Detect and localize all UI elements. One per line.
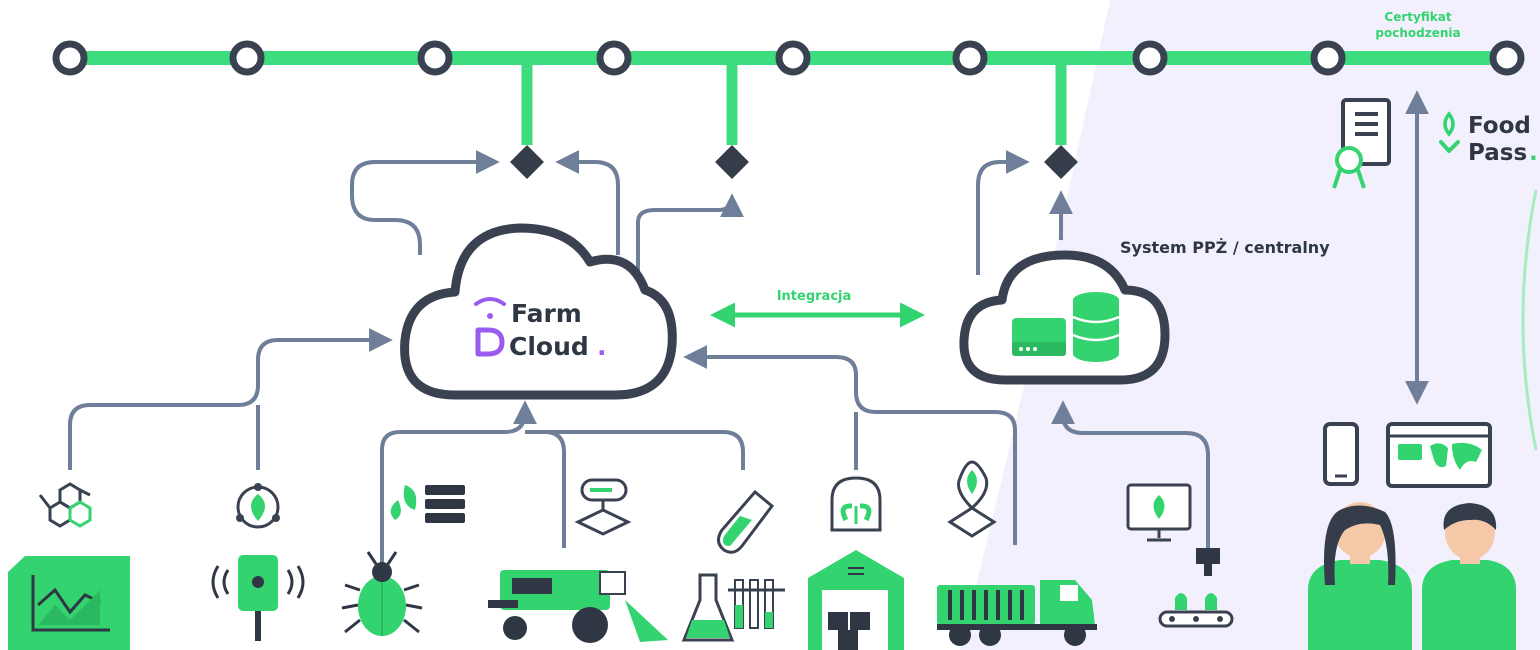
test-tube-icon — [717, 489, 775, 554]
foodpass-dot: . — [1529, 140, 1538, 166]
foodpass-word1: Food — [1468, 113, 1531, 139]
leaf-network-icon — [236, 483, 280, 529]
truck-icon — [937, 580, 1097, 646]
farmcloud-word1: Farm — [511, 299, 582, 328]
farmcloud-dot: . — [597, 332, 607, 361]
woman-avatar-icon — [1308, 502, 1412, 650]
farmcloud-cloud: Farm Cloud . — [400, 223, 677, 400]
rail-node — [775, 40, 811, 76]
world-map-browser-icon — [1386, 422, 1492, 488]
connectors — [68, 90, 1429, 570]
smartphone-icon — [1323, 422, 1359, 486]
rail-node — [1310, 40, 1346, 76]
certificate-label: Certyfikat — [1384, 10, 1451, 24]
ledger-diamond — [510, 145, 544, 179]
field-monitor-icon — [574, 478, 632, 536]
foodpass-check-icon — [1439, 140, 1460, 153]
ledger-diamond — [1044, 145, 1078, 179]
server-icon — [1012, 318, 1066, 356]
blockchain-rail — [52, 40, 1525, 179]
rail-node — [596, 40, 632, 76]
leaf-server-icon — [390, 485, 465, 523]
foodpass-leaf-icon — [1443, 111, 1455, 137]
lab-flask-icon — [681, 573, 785, 642]
chart-document-icon — [8, 556, 130, 650]
conveyor-icon — [1158, 548, 1234, 628]
central-system-label: System PPŻ / centralny — [1120, 238, 1330, 257]
wifi-icon — [474, 297, 506, 319]
rail-node — [1489, 40, 1525, 76]
certificate-icon — [1332, 98, 1391, 189]
location-leaf-icon — [947, 460, 997, 538]
farmcloud-d-icon — [475, 327, 505, 357]
sensor-icon — [211, 555, 305, 641]
greenhouse-icon — [830, 476, 882, 532]
ledger-diamond — [715, 145, 749, 179]
warehouse-icon — [808, 550, 904, 650]
decorative-arc — [1521, 189, 1538, 451]
rail-node — [417, 40, 453, 76]
rail-node — [52, 40, 88, 76]
harvester-icon — [488, 570, 668, 643]
central-system-cloud — [959, 250, 1170, 385]
rail-node — [1132, 40, 1168, 76]
rail-nodes — [52, 40, 1525, 76]
beetle-icon — [341, 551, 423, 636]
foodpass-word2: Pass — [1468, 140, 1527, 166]
computer-leaf-icon — [1126, 483, 1192, 542]
rail-node — [229, 40, 265, 76]
man-avatar-icon — [1422, 503, 1516, 650]
certificate-label-line2: pochodzenia — [1375, 26, 1460, 40]
integration-label: Integracja — [777, 289, 852, 304]
farmcloud-word2: Cloud — [509, 332, 589, 361]
database-icon — [1072, 292, 1120, 362]
rail-node — [952, 40, 988, 76]
foodpass-logo: Food Pass . — [1439, 111, 1538, 166]
honeycomb-icon — [38, 482, 92, 528]
